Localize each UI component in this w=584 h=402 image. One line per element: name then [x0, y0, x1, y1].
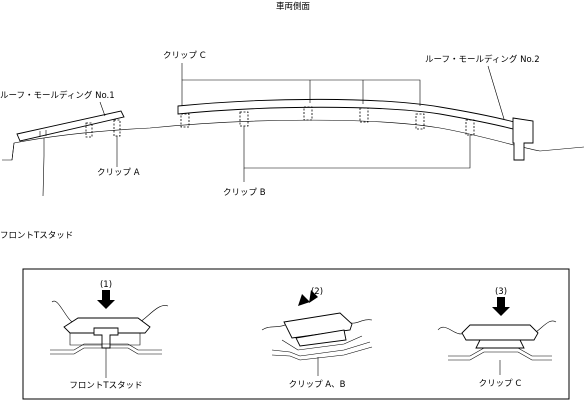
push-arrow-3 [492, 297, 510, 316]
clip-c-mark-2 [303, 106, 313, 121]
clip-b-mark-1 [239, 111, 249, 127]
clip-c-leader [181, 79, 421, 106]
clip-a-mark-2 [113, 119, 121, 137]
detail-1-front-t-stud: (1) フロントTスタッド [50, 280, 169, 391]
detail-3-clip-c: (3) クリップ C [437, 287, 557, 389]
clip-a-mark-1 [85, 122, 93, 138]
caption-2: クリップ A、B [289, 380, 346, 390]
molding-no1-leader [99, 101, 106, 117]
detail-panel-frame [22, 268, 570, 400]
clip-a-label: クリップ A [97, 168, 140, 178]
detail-2-clip-a-b: (2) クリップ A、B [261, 287, 373, 390]
step-1-label: (1) [100, 280, 112, 290]
molding-no1-label: ルーフ・モールディング No.1 [0, 90, 115, 101]
caption-1: フロントTスタッド [69, 381, 142, 391]
clip-c-mark-4 [415, 113, 425, 130]
header-title: 車両側面 [276, 1, 311, 12]
clip-c-mark-1 [180, 113, 190, 128]
front-t-stud-label: フロントTスタッド [0, 231, 73, 241]
clip-b-label: クリップ B [223, 188, 266, 198]
roof-molding-no2 [177, 98, 534, 161]
roof-outline [2, 119, 584, 161]
clip-b-leader [243, 126, 471, 169]
clip-c-label: クリップ C [163, 51, 206, 61]
molding-no2-label: ルーフ・モールディング No.2 [425, 54, 540, 65]
step-2-label: (2) [311, 287, 323, 297]
push-arrow-1 [97, 290, 115, 309]
clip-c-mark-3 [359, 107, 369, 123]
caption-3: クリップ C [479, 379, 522, 389]
clip-b-mark-2 [465, 119, 475, 136]
step-3-label: (3) [495, 287, 507, 297]
windshield-edge [11, 142, 15, 161]
roof-molding-no1 [16, 110, 125, 197]
molding-no2-leader [487, 65, 505, 120]
push-arrow-2 [298, 292, 312, 306]
